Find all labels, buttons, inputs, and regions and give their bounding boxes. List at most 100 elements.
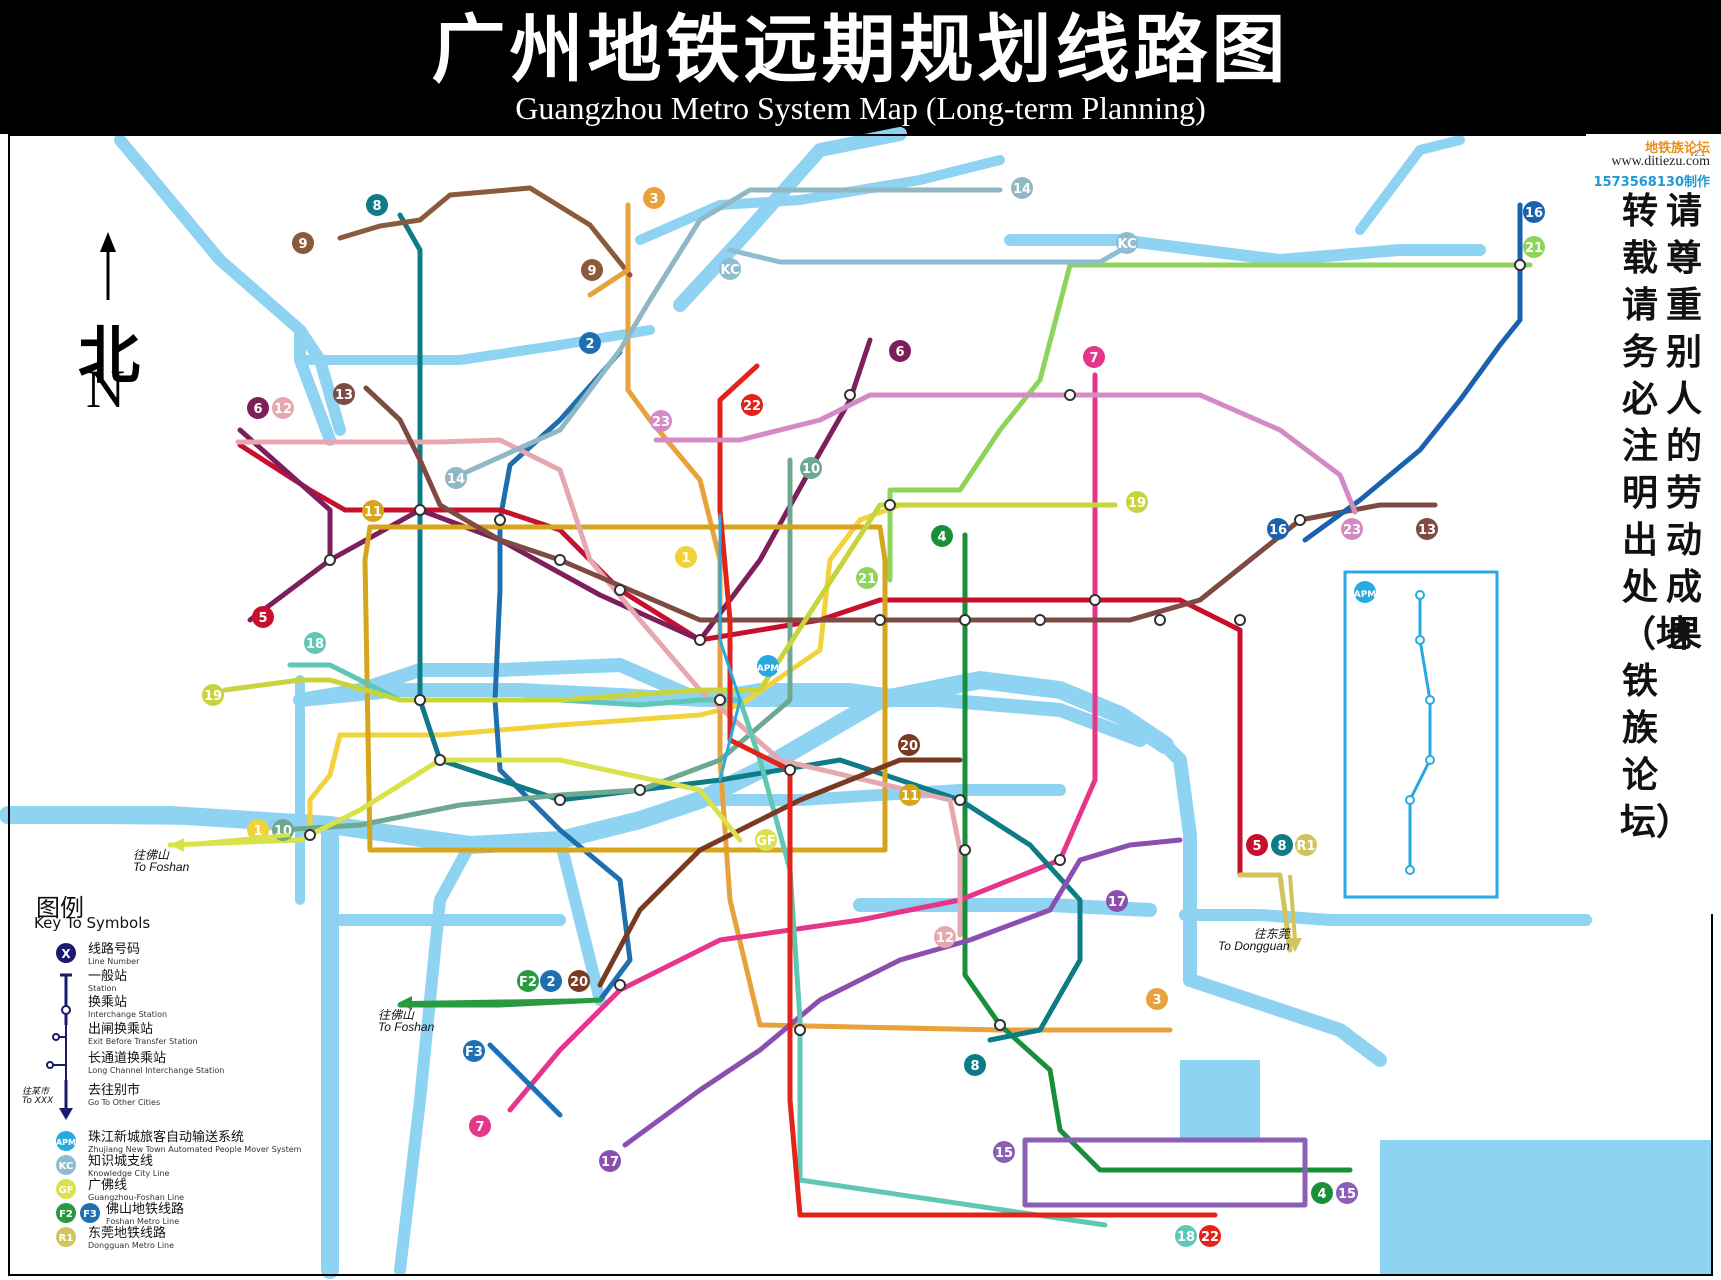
interchange-station[interactable] [634,784,646,796]
line-badge-5[interactable] [1246,834,1268,856]
line-badge-22[interactable] [741,394,763,416]
line-badge-9[interactable] [292,232,314,254]
interchange-station[interactable] [794,1024,806,1036]
interchange-station[interactable] [714,694,726,706]
interchange-stations [304,259,1526,1036]
legend-item-en: Exit Before Transfer Station [88,1037,198,1046]
legend-item-zh: 一般站 [88,969,128,984]
line-badge-16[interactable] [1267,518,1289,540]
line-badge-17[interactable] [1106,890,1128,912]
line-badge-4[interactable] [1311,1182,1333,1204]
line-badge-8[interactable] [964,1054,986,1076]
line-badge-2[interactable] [579,332,601,354]
interchange-station[interactable] [324,554,336,566]
interchange-station[interactable] [1294,514,1306,526]
line-badge-8[interactable] [366,194,388,216]
line-badge-15[interactable] [993,1141,1015,1163]
interchange-station[interactable] [554,554,566,566]
line-21-route [887,262,1533,583]
interchange-station[interactable] [1089,594,1101,606]
north-arrowhead [100,232,116,252]
interchange-station[interactable] [614,584,626,596]
line-badge-f2[interactable] [517,970,539,992]
line-badge-20[interactable] [898,734,920,756]
line-badge-3[interactable] [1146,988,1168,1010]
line-badge-14[interactable] [1011,177,1033,199]
line-badge-18[interactable] [304,632,326,654]
credit-url[interactable]: www.ditiezu.com [1611,154,1710,169]
line-badge-kc[interactable] [1116,232,1138,254]
line-badge-13[interactable] [333,383,355,405]
interchange-station[interactable] [414,504,426,516]
line-badge-11[interactable] [362,500,384,522]
interchange-station[interactable] [694,634,706,646]
line-badge-5[interactable] [252,606,274,628]
dest-dongguan-zh: 往东莞 [1253,927,1290,941]
line-badge-16[interactable] [1523,201,1545,223]
line-badge-1[interactable] [675,546,697,568]
line-badge-11[interactable] [899,784,921,806]
line-badge-gf[interactable] [755,829,777,851]
line-badge-apm[interactable] [757,655,779,677]
line-badge-12[interactable] [272,397,294,419]
line-badge-2[interactable] [540,970,562,992]
interchange-station[interactable] [994,1019,1006,1031]
line-badge-18[interactable] [1175,1225,1197,1247]
line-badge-4[interactable] [931,525,953,547]
line-badge-label: 7 [1089,351,1098,366]
line-badge-6[interactable] [247,397,269,419]
line-badge-7[interactable] [1083,346,1105,368]
line-7-route [507,372,1098,1113]
line-badge-apm[interactable] [1354,581,1376,603]
interchange-station[interactable] [414,694,426,706]
line-badge-17[interactable] [599,1150,621,1172]
line-badge-19[interactable] [1126,491,1148,513]
line-badge-23[interactable] [1341,518,1363,540]
interchange-station[interactable] [304,829,316,841]
line-badge-f3[interactable] [463,1040,485,1062]
line-badge-12[interactable] [934,926,956,948]
interchange-station[interactable] [1034,614,1046,626]
line-badge-22[interactable] [1199,1225,1221,1247]
interchange-station[interactable] [1514,259,1526,271]
interchange-station[interactable] [1234,614,1246,626]
line-badge-10[interactable] [800,457,822,479]
legend-apm-symbol [56,1131,76,1151]
interchange-station[interactable] [959,844,971,856]
line-badge-6[interactable] [889,340,911,362]
legend-other-city-arrowhead [59,1108,73,1120]
credit-maker: 1573568130制作 [1593,175,1710,190]
line-badge-label: 11 [364,505,382,520]
legend-item-zh: 知识城支线 [88,1154,154,1169]
interchange-station[interactable] [1054,854,1066,866]
interchange-station[interactable] [959,614,971,626]
interchange-station[interactable] [844,389,856,401]
interchange-station[interactable] [784,764,796,776]
interchange-station[interactable] [434,754,446,766]
legend-item-zh: 去往别市 [88,1083,141,1098]
line-badge-7[interactable] [469,1115,491,1137]
line-badge-14[interactable] [445,467,467,489]
line-badge-r1[interactable] [1295,834,1317,856]
line-3-north-spur [587,202,631,298]
line-badge-20[interactable] [568,970,590,992]
interchange-station[interactable] [1064,389,1076,401]
line-badge-kc[interactable] [719,258,741,280]
interchange-station[interactable] [494,514,506,526]
line-badge-9[interactable] [581,259,603,281]
interchange-station[interactable] [554,794,566,806]
interchange-station[interactable] [954,794,966,806]
interchange-station[interactable] [874,614,886,626]
line-badge-8[interactable] [1271,834,1293,856]
line-badge-13[interactable] [1416,518,1438,540]
interchange-station[interactable] [1154,614,1166,626]
interchange-station[interactable] [884,499,896,511]
line-badge-3[interactable] [643,187,665,209]
line-17-route [622,837,1183,1148]
line-badge-21[interactable] [1523,236,1545,258]
line-badge-19[interactable] [202,684,224,706]
line-badge-21[interactable] [856,567,878,589]
line-badge-23[interactable] [650,410,672,432]
interchange-station[interactable] [614,979,626,991]
line-badge-15[interactable] [1336,1182,1358,1204]
